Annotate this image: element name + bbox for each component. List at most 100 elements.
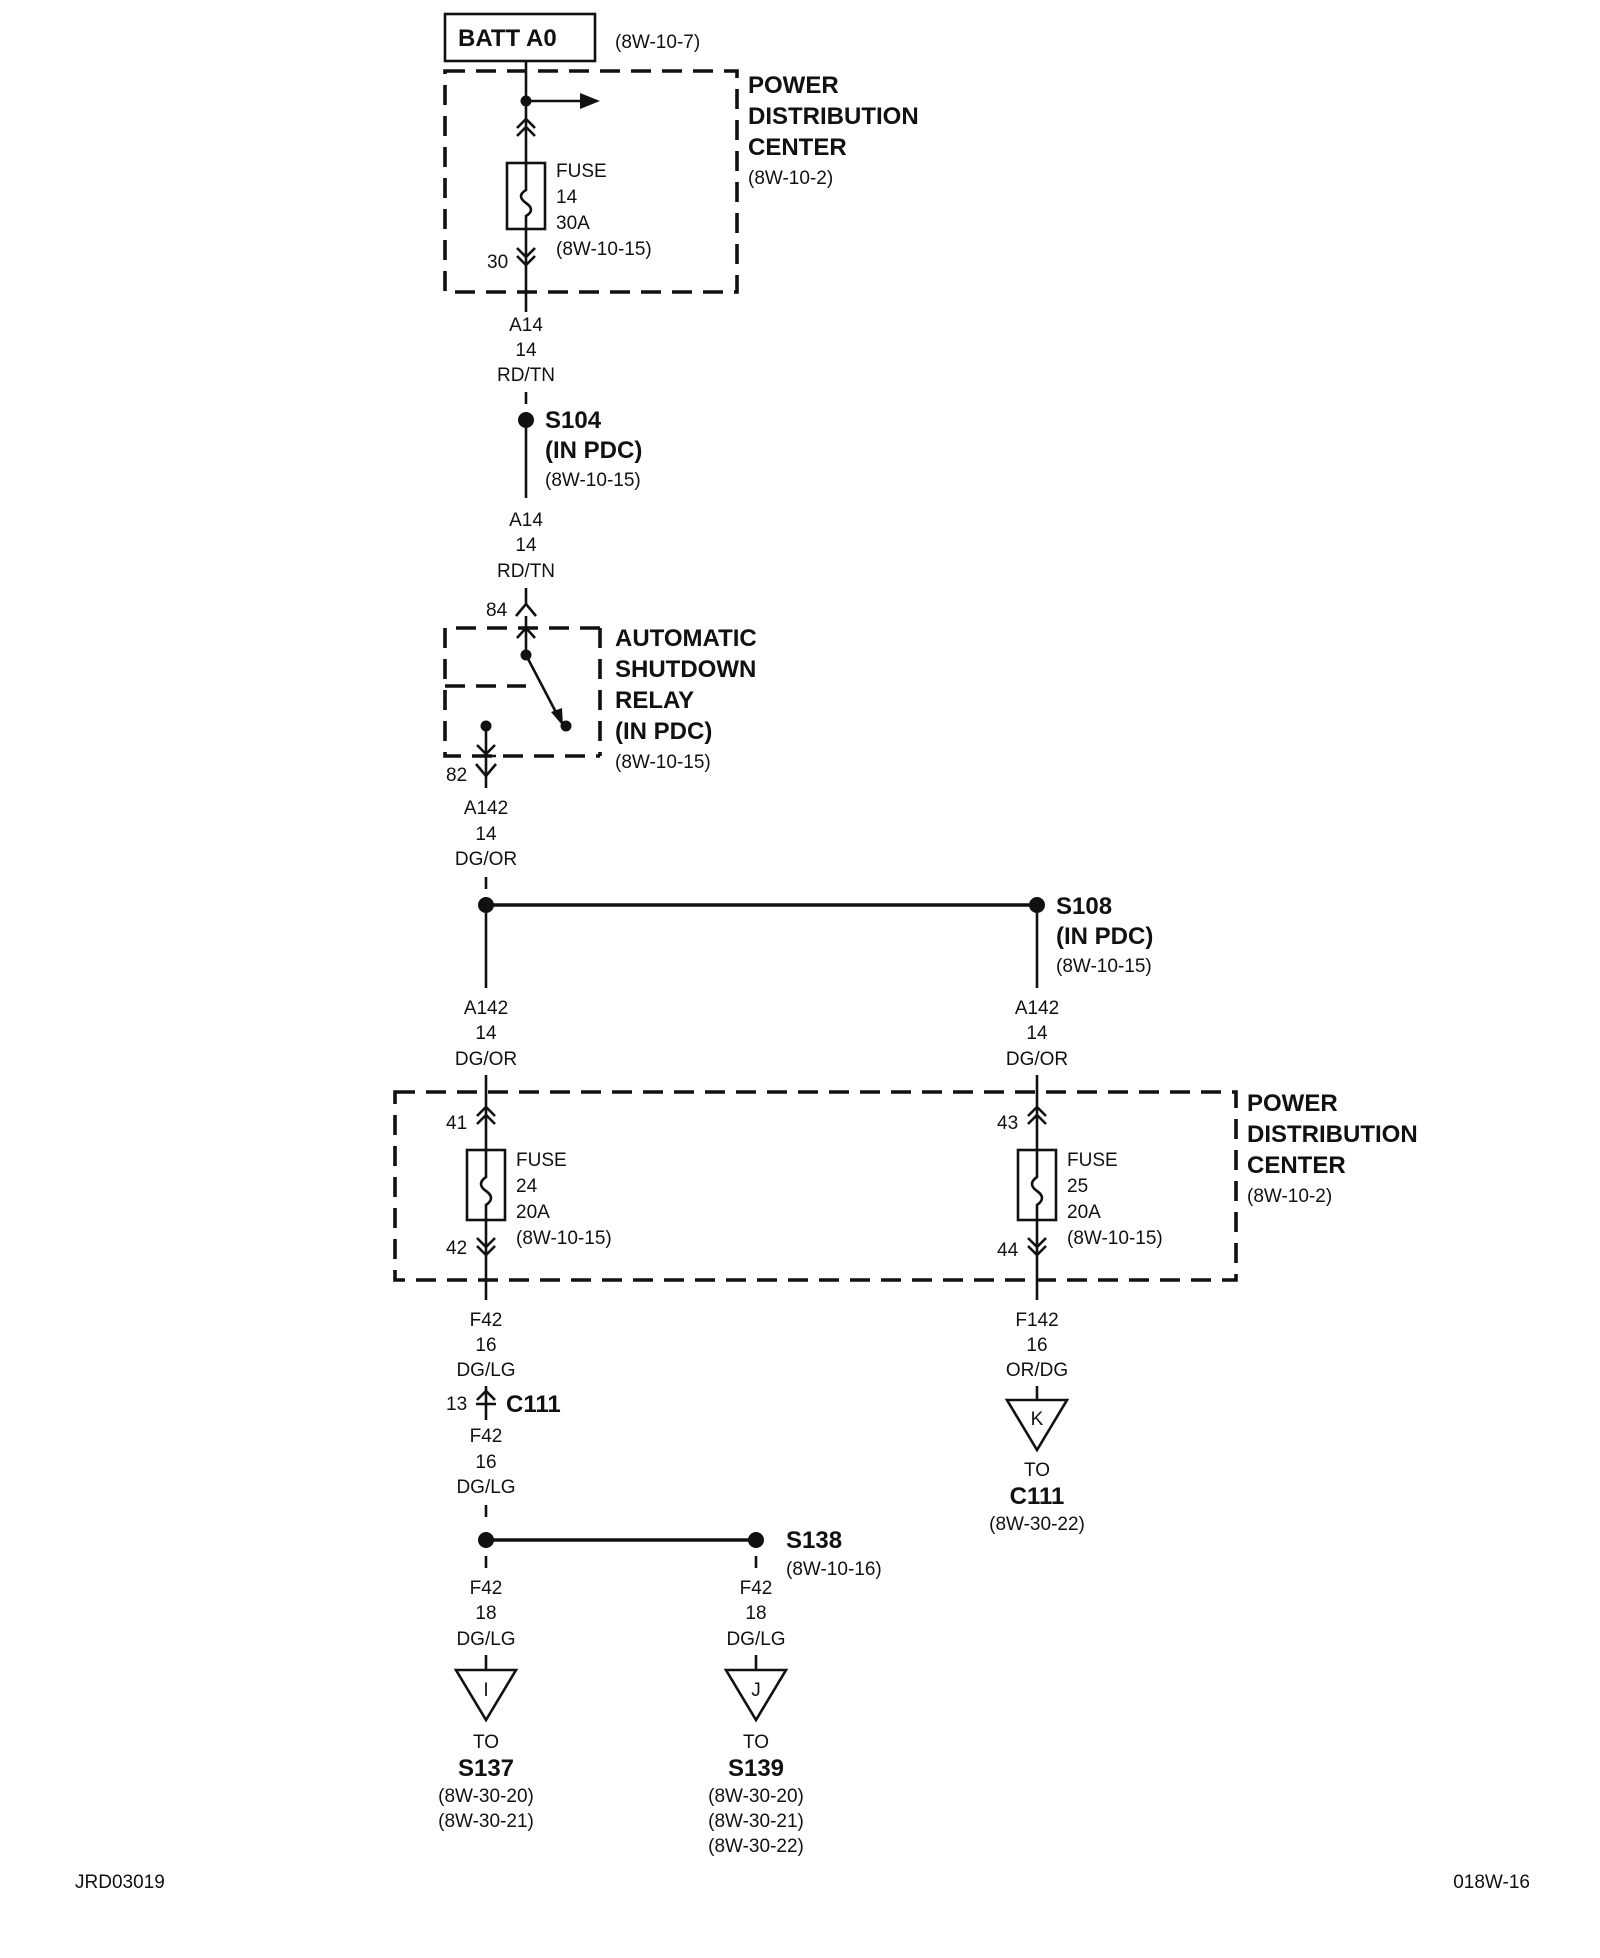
fuse24-pin-in: 41 [446,1113,467,1134]
offpage-i-to: TO [473,1732,499,1753]
s104-splice: S104 (IN PDC) (8W-10-15) [518,407,642,498]
pdc-top-title-2: DISTRIBUTION [748,103,919,130]
pdc-bottom-title-1: POWER [1247,1090,1338,1117]
s108-name: S108 [1056,893,1112,920]
a14-upper-gauge: 14 [515,340,537,361]
offpage-j-to: TO [743,1732,769,1753]
fuse25-line-1: FUSE [1067,1150,1118,1171]
s104-dot [518,412,534,428]
a14-upper-circuit: A14 [509,315,543,336]
asd-contact-fixed [560,720,572,732]
a142-upper-gauge: 14 [475,824,497,845]
asd-contact-arm [524,654,562,721]
s138-ref: (8W-10-16) [786,1559,882,1580]
fuse14-top-chevron-2-icon [516,125,536,137]
a142-left-circuit: A142 [464,998,508,1019]
s104-name: S104 [545,407,602,434]
wire-a142-left: A142 14 DG/OR [455,998,517,1070]
batt-a0-box [443,12,597,63]
offpage-i-dest: S137 [458,1755,514,1782]
pdc-top-ref: (8W-10-2) [748,168,833,189]
asd-title-1: AUTOMATIC [615,625,757,652]
fuse24-line-3: 20A [516,1202,550,1223]
offpage-i-letter: I [483,1680,488,1701]
pdc-bottom: POWER DISTRIBUTION CENTER (8W-10-2) 41 4… [393,1075,1418,1300]
wire-f42-c: F42 18 DG/LG [456,1578,516,1670]
f142-color: OR/DG [1006,1360,1068,1381]
wire-f42-a: F42 16 DG/LG [456,1310,515,1381]
fuse25-element-icon [1030,1150,1044,1220]
offpage-j-letter: J [751,1680,761,1701]
f42-a-circuit: F42 [470,1310,503,1331]
wire-a14-lower: A14 14 RD/TN [497,510,555,582]
fuse24-top-chevron-icon [476,1105,496,1117]
fuse25-bottom-chevron-icon [1027,1237,1047,1249]
fuse14-pin: 30 [487,252,508,273]
s138-junction: S138 (8W-10-16) [478,1527,882,1580]
fuse25-top-chevron-icon [1027,1105,1047,1117]
c111-pin: 13 [446,1394,467,1415]
a142-left-gauge: 14 [475,1023,497,1044]
a14-lower-gauge: 14 [515,535,537,556]
asd-title-2: SHUTDOWN [615,656,756,683]
asd-relay: 84 82 AUTOMATIC SHUTDOWN RELAY (IN PDC) … [443,588,757,788]
offpage-k-letter: K [1031,1409,1044,1430]
pdc-bottom-title-2: DISTRIBUTION [1247,1121,1418,1148]
fuse24-line-4: (8W-10-15) [516,1228,612,1249]
a142-upper-color: DG/OR [455,849,517,870]
wire-f142: F142 16 OR/DG [1006,1310,1068,1400]
asd-ref: (8W-10-15) [615,752,711,773]
a142-upper-circuit: A142 [464,798,508,819]
f42-c-circuit: F42 [470,1578,503,1599]
offpage-k-dest: C111 [1010,1483,1065,1510]
asd-relay-boundary [443,626,600,758]
f42-b-gauge: 16 [475,1452,496,1473]
asd-pin-82: 82 [446,765,467,786]
offpage-j-ref-3: (8W-30-22) [708,1836,804,1857]
f42-b-circuit: F42 [470,1426,503,1447]
offpage-j-dest: S139 [728,1755,784,1782]
fuse14-element-icon [519,163,533,229]
pdc-bottom-boundary [393,1090,1238,1282]
pdc-bottom-ref: (8W-10-2) [1247,1186,1332,1207]
pdc-bottom-title-3: CENTER [1247,1152,1346,1179]
s104-sub: (IN PDC) [545,437,642,464]
fuse14-line-4: (8W-10-15) [556,239,652,260]
fuse24-element-icon [479,1150,493,1220]
pdc-top-boundary [443,69,739,294]
asd-pin84-connector-icon [515,601,537,617]
s108-junction: S108 (IN PDC) (8W-10-15) [478,893,1153,988]
asd-pin-84: 84 [486,600,508,621]
offpage-k-triangle-icon [1004,1398,1070,1453]
f42-c-gauge: 18 [475,1603,496,1624]
wire-a14-upper: A14 14 RD/TN [497,292,555,404]
a142-right-circuit: A142 [1015,998,1059,1019]
batt-a0-ref: (8W-10-7) [615,32,700,53]
a14-upper-color: RD/TN [497,365,555,386]
fuse25-pin-out: 44 [997,1240,1019,1261]
offpage-k-to: TO [1024,1460,1050,1481]
f42-a-gauge: 16 [475,1335,496,1356]
batt-a0-block: BATT A0 (8W-10-7) [443,12,700,63]
s108-ref: (8W-10-15) [1056,956,1152,977]
wire-a142-upper: A142 14 DG/OR [455,798,517,889]
c111-name: C111 [506,1391,561,1418]
s108-sub: (IN PDC) [1056,923,1153,950]
asd-output-chevron-icon [476,744,496,756]
c111-chevron-icon [476,1389,496,1401]
fuse14-line-1: FUSE [556,161,607,182]
offpage-k-ref-1: (8W-30-22) [989,1514,1085,1535]
fuse25-bottom-chevron-2-icon [1027,1245,1047,1257]
fuse14-line-3: 30A [556,213,590,234]
fuse25-line-3: 20A [1067,1202,1101,1223]
fuse14-bottom-chevron-icon [516,247,536,259]
fuse24-pin-out: 42 [446,1238,467,1259]
offpage-j: J TO S139 (8W-30-20) (8W-30-21) (8W-30-2… [708,1668,804,1857]
fuse25-line-2: 25 [1067,1176,1088,1197]
a142-right-color: DG/OR [1006,1049,1068,1070]
batt-branch-arrow-icon [580,93,600,109]
fuse14-line-2: 14 [556,187,578,208]
fuse25-pin-in: 43 [997,1113,1018,1134]
offpage-j-triangle-icon [723,1668,789,1723]
asd-title-3: RELAY [615,687,694,714]
